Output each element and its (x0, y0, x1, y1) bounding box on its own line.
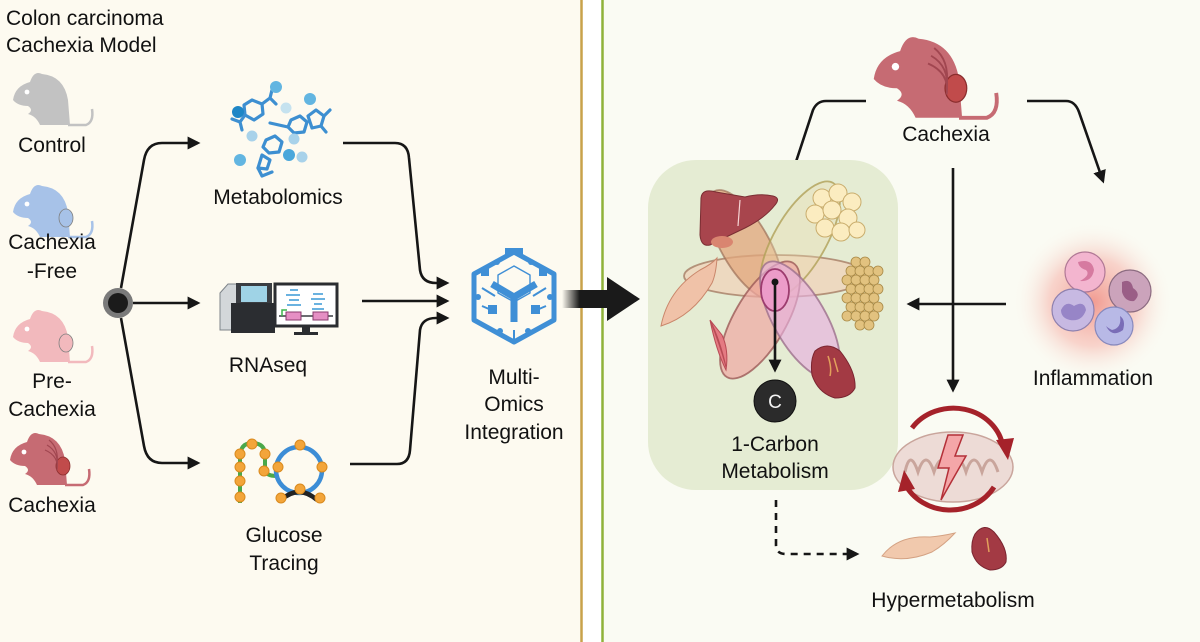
adipocyte (854, 301, 866, 313)
carbon-symbol: C (768, 392, 782, 413)
mouse-group-label: Cachexia (8, 398, 96, 421)
mitochondria-energy-icon (892, 405, 1014, 513)
network-cube-icon (471, 248, 557, 345)
adipocyte (863, 283, 875, 295)
branch-node-inner (108, 293, 128, 313)
inflammation-label: Inflammation (1033, 367, 1153, 390)
adipocyte (868, 274, 880, 286)
adipocyte (854, 283, 866, 295)
rnaseq-label: RNAseq (229, 354, 307, 377)
mouse-group-2: Pre- Cachexia (8, 310, 96, 421)
mouse-group-0: Control (13, 73, 94, 157)
mouse-group-label: Pre- (32, 370, 72, 393)
mouse-group-label: Control (18, 134, 86, 157)
adipocyte (841, 274, 853, 286)
adipocyte (845, 283, 857, 295)
mouse-group-label: Cachexia (8, 494, 96, 517)
molecules-icon (230, 81, 332, 178)
arrow-cachexia-to-hub (787, 99, 866, 183)
one-carbon-label-line1: 1-Carbon (731, 433, 819, 456)
brown-adipose-icon (841, 256, 884, 331)
adipocyte (845, 301, 857, 313)
isotope-tracing-icon (234, 438, 328, 504)
liver-icon (699, 190, 779, 248)
adipocyte (872, 265, 884, 277)
adipocyte (863, 265, 875, 277)
panel-gap (581, 0, 603, 642)
adipocyte (859, 274, 871, 286)
glucose-tracing-label-line2: Tracing (249, 552, 318, 575)
heart-icon (810, 345, 856, 399)
integration-label-line1: Multi- (488, 366, 539, 389)
adipocyte (850, 292, 862, 304)
white-adipose-icon (805, 183, 866, 242)
sequencer-icon (219, 282, 339, 335)
arrow-cachexia-to-inflammation (1027, 99, 1106, 184)
adipocyte (872, 283, 884, 295)
cachexia-label: Cachexia (902, 123, 990, 146)
mouse-icon (13, 73, 94, 127)
skeletal-muscle-icon (660, 256, 728, 372)
hypermetabolic-heart-icon (971, 527, 1007, 571)
arrow-one-carbon-to-hypermetabolism (774, 500, 860, 561)
metabolomics-label: Metabolomics (213, 186, 343, 209)
integration-to-outcome-arrow (562, 277, 640, 321)
adipocyte (868, 310, 880, 322)
adipocyte (863, 319, 875, 331)
arrow-to-glucose-tracing (119, 317, 201, 470)
model-title-line2: Cachexia Model (6, 34, 157, 57)
mouse-icon (13, 310, 94, 364)
mouse-group-1: Cachexia -Free (8, 185, 96, 283)
mouse-group-label: -Free (27, 260, 77, 283)
integration-label-line3: Integration (464, 421, 563, 444)
arrow-metabolomics-to-integration (343, 141, 450, 290)
hypermetabolism-label: Hypermetabolism (871, 589, 1034, 612)
mouse-icon (10, 433, 91, 487)
arrow-to-metabolomics (119, 136, 201, 289)
adipocyte (854, 265, 866, 277)
hypermetabolic-muscle-icon (881, 532, 957, 560)
adipocyte (868, 292, 880, 304)
cachectic-mouse-icon (873, 37, 999, 120)
adipocyte (850, 274, 862, 286)
mouse-group-label: Cachexia (8, 231, 96, 254)
arrow-glucose-to-integration (350, 311, 450, 466)
adipocyte (845, 265, 857, 277)
adipocyte (854, 319, 866, 331)
adipocyte (850, 310, 862, 322)
adipocyte (859, 310, 871, 322)
adipocyte (872, 301, 884, 313)
one-carbon-label-line2: Metabolism (721, 460, 828, 483)
carbon-badge (753, 379, 797, 423)
integration-label-line2: Omics (484, 393, 544, 416)
model-title-line1: Colon carcinoma (6, 7, 164, 30)
immune-cells-icon (1013, 222, 1173, 382)
mouse-group-3: Cachexia (8, 433, 96, 517)
adipocyte (841, 310, 853, 322)
glucose-tracing-label-line1: Glucose (245, 524, 322, 547)
adipocyte (863, 301, 875, 313)
adipocyte (859, 256, 871, 268)
adipocyte (859, 292, 871, 304)
mouse-icon (13, 185, 94, 239)
adipocyte (850, 256, 862, 268)
adipocyte (841, 292, 853, 304)
